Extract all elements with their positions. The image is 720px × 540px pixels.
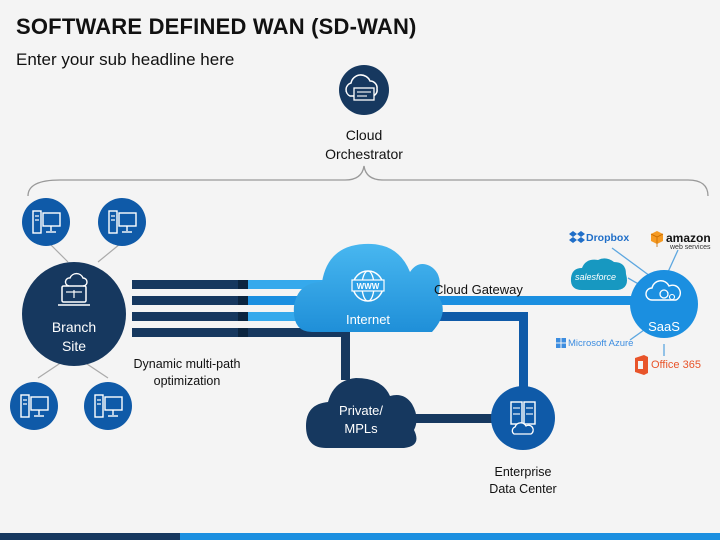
- salesforce-label: salesforce: [575, 272, 617, 282]
- enterprise-dc-label: Enterprise Data Center: [489, 465, 557, 496]
- cloud-gateway-label: Cloud Gateway: [434, 282, 523, 297]
- dropbox-label: Dropbox: [586, 232, 630, 244]
- cloud-orchestrator-label: Cloud Orchestrator: [325, 127, 403, 162]
- server-node-top-right: [98, 198, 146, 246]
- datacenter-icon: [510, 401, 536, 435]
- branch-connectors: [37, 243, 121, 379]
- server-node-bottom-left: [10, 382, 58, 430]
- internet-cloud: WWW: [293, 243, 443, 332]
- branch-network-icon: [58, 272, 90, 306]
- dropbox-icon: [569, 231, 585, 243]
- salesforce-logo: [570, 258, 627, 290]
- azure-label: Microsoft Azure: [568, 338, 634, 349]
- amazon-label: amazon: [666, 231, 711, 245]
- page-title: SOFTWARE DEFINED WAN (SD-WAN): [16, 14, 417, 39]
- office365-label: Office 365: [651, 359, 701, 371]
- globe-www-icon: WWW: [351, 270, 385, 302]
- branch-site-label: Branch Site: [51, 319, 97, 354]
- azure-icon: [556, 338, 566, 348]
- private-mpls-label: Private/ MPLs: [338, 403, 384, 436]
- server-node-bottom-right: [84, 382, 132, 430]
- page-subtitle: Enter your sub headline here: [16, 50, 235, 69]
- dynamic-multipath-label: Dynamic multi-path optimization: [133, 357, 241, 388]
- aws-icon: [650, 231, 664, 247]
- office365-icon: [635, 355, 648, 375]
- bottom-bar-blue: [180, 533, 720, 540]
- saas-label: SaaS: [648, 319, 680, 334]
- orchestrator-brace: [27, 165, 709, 197]
- server-node-top-left: [22, 198, 70, 246]
- saas-node: [630, 270, 698, 338]
- amazon-sub-label: web services: [670, 244, 711, 251]
- private-mpls-cloud: [306, 378, 417, 448]
- bottom-bar-dark: [0, 533, 180, 540]
- saas-cloud-gear-icon: [645, 280, 682, 301]
- branch-site-node: [22, 262, 126, 366]
- multi-path-lines: [132, 280, 648, 423]
- internet-label: Internet: [345, 312, 391, 327]
- svg-text:WWW: WWW: [357, 282, 380, 291]
- enterprise-dc-node: [491, 386, 555, 450]
- cloud-orchestrator-icon: [339, 65, 389, 115]
